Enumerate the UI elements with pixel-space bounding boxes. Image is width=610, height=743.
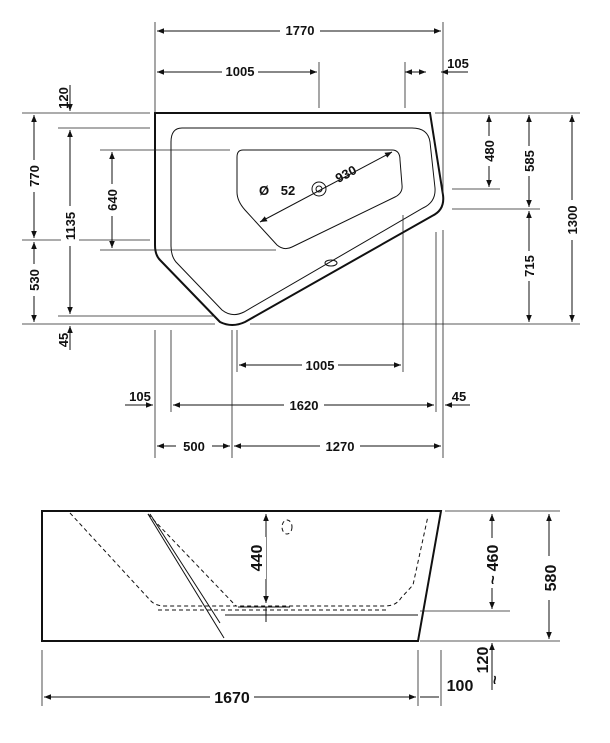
dim-basin-height: 640 <box>105 189 120 211</box>
dim-water-depth-prefix: ~ <box>485 575 502 584</box>
extension-lines <box>22 22 580 458</box>
dim-right-margin-bottom: 45 <box>452 389 466 404</box>
dim-length: 1670 <box>214 690 250 707</box>
dim-bottom-right-segment: 1270 <box>326 439 355 454</box>
dim-inner-depth: 440 <box>249 545 266 572</box>
basin-floor <box>236 149 403 250</box>
dim-right-upper: 480 <box>482 140 497 162</box>
dim-top-offset: 120 <box>56 87 71 109</box>
dim-diagonal-length: 930 <box>333 162 359 185</box>
dim-drain-diameter: 52 <box>281 183 295 198</box>
drain-icon <box>311 181 327 197</box>
side-extension-lines <box>41 510 560 706</box>
dim-inner-width: 1620 <box>290 398 319 413</box>
dim-foot-height: 120 <box>475 647 492 674</box>
side-inner-profile <box>69 512 429 607</box>
dimension-lines <box>31 28 575 449</box>
dim-foot-height-prefix: ~ <box>487 675 504 684</box>
overflow-icon <box>324 259 338 267</box>
dim-bottom-offset: 45 <box>56 333 71 347</box>
dim-width-total: 1770 <box>286 23 315 38</box>
side-outline <box>41 510 443 642</box>
tub-inner-rim <box>170 127 436 316</box>
dim-width-left-part: 1005 <box>226 64 255 79</box>
tub-outline <box>154 112 445 326</box>
dim-left-lower-height: 530 <box>27 269 42 291</box>
dim-left-upper-height: 770 <box>27 165 42 187</box>
side-view: 440 460 ~ 580 120 ~ 1670 100 <box>41 510 560 707</box>
dim-right-lower: 715 <box>522 255 537 277</box>
dim-bottom-left-segment: 500 <box>183 439 205 454</box>
side-overflow-icon <box>281 519 293 535</box>
drain-diameter-symbol: Ø <box>259 183 269 198</box>
dim-foot-width: 100 <box>447 678 474 695</box>
dim-left-margin-bottom: 105 <box>129 389 151 404</box>
dim-inner-height-left: 1135 <box>63 212 78 240</box>
dim-inner-bottom-width: 1005 <box>306 358 335 373</box>
plan-view: 1770 1005 105 120 770 530 1135 45 640 48… <box>22 22 581 458</box>
dim-total-height: 580 <box>543 565 560 592</box>
dim-water-depth: 460 <box>485 545 502 572</box>
dim-offset-right: 105 <box>447 56 469 71</box>
dim-height-total: 1300 <box>565 206 580 235</box>
dim-right-mid: 585 <box>522 150 537 172</box>
